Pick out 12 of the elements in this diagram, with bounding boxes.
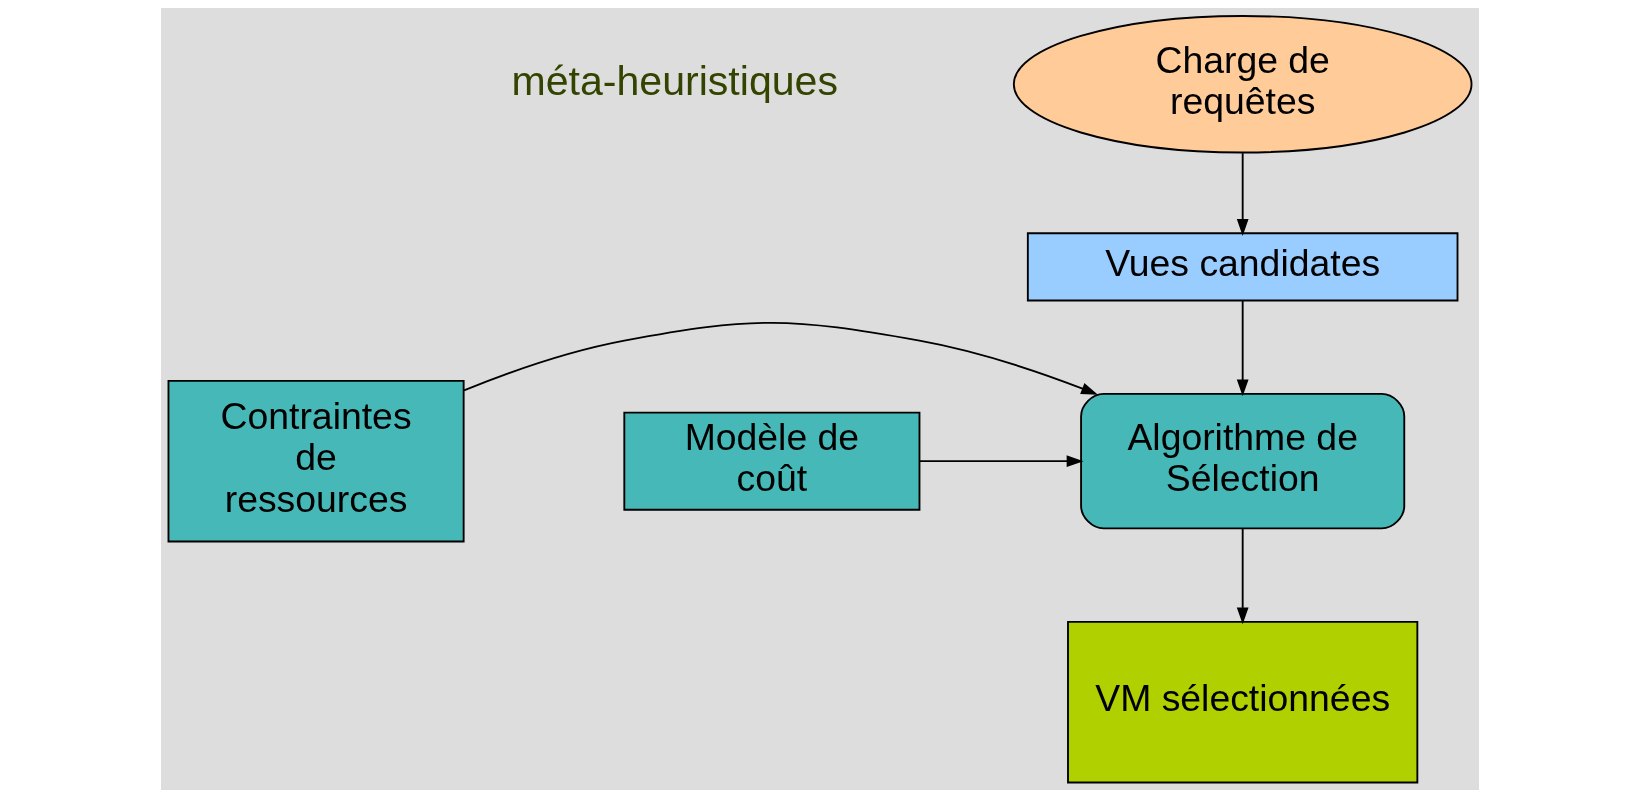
arrow bbox=[918, 455, 1083, 468]
label: méta-heuristiques bbox=[511, 57, 838, 104]
node-box: VM sélectionnées bbox=[1066, 620, 1418, 784]
node-box: Contraintes de ressources bbox=[167, 379, 465, 543]
arrow bbox=[1236, 527, 1249, 625]
arrow bbox=[462, 321, 1098, 395]
arrow bbox=[1236, 152, 1249, 236]
arrow bbox=[1236, 300, 1249, 397]
node-box: Modèle de coût bbox=[622, 411, 920, 511]
node-box: Vues candidates bbox=[1026, 232, 1458, 302]
node-box: Algorithme de Sélection bbox=[1079, 392, 1405, 530]
node-ellipse: Charge de requêtes bbox=[1012, 15, 1472, 154]
